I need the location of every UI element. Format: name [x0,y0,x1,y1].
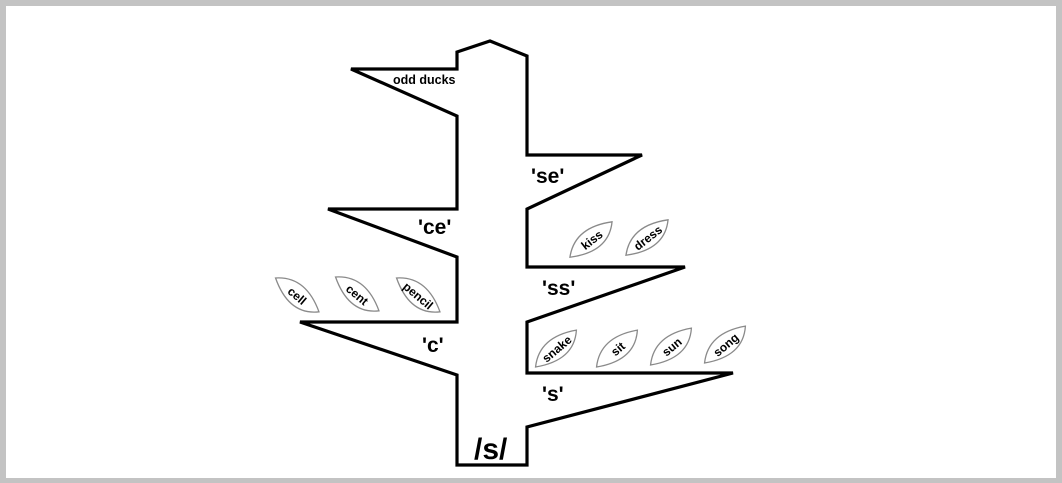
leaf-dress: dress [625,219,669,256]
leaf-cent: cent [334,276,380,312]
tree-outline [299,39,734,467]
branch-label-c: 'c' [422,334,444,357]
leaf-kiss: kiss [569,221,613,258]
leaf-sit: sit [595,329,639,368]
leaf-sun: sun [649,327,693,366]
root-sound-label: /s/ [474,433,508,466]
branch-label-se: 'se' [531,165,564,188]
branch-label-ss: 'ss' [542,277,575,300]
branch-label-ce: 'ce' [418,216,451,239]
leaf-song: song [703,325,747,364]
branch-label-s: 's' [542,383,564,406]
leaf-snake: snake [534,329,578,368]
odd-ducks-label: odd ducks [393,73,456,87]
leaf-cell: cell [274,277,320,313]
leaf-pencil: pencil [395,277,441,313]
leaf-word: sit [608,339,628,359]
